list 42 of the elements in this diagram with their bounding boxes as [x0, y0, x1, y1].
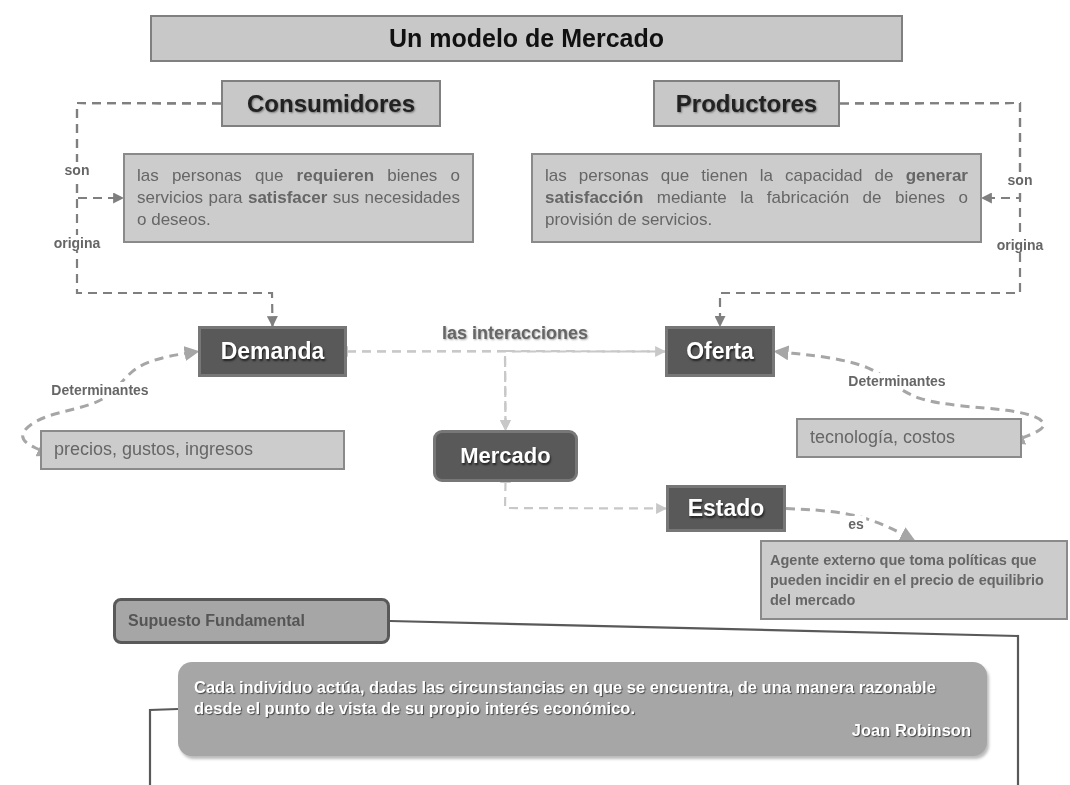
edge-label: es [846, 516, 866, 532]
concept-box [665, 326, 775, 377]
concept-box [198, 326, 347, 377]
node-text: Productores [674, 88, 819, 119]
quote-text: Cada individuo actúa, dadas las circunstancias en que se encuentra, de una manera razonable desde el punto de vista de su propio interés económico. [194, 676, 937, 720]
arrow [21, 346, 200, 457]
node-text: tecnología, costos [810, 426, 957, 450]
arrow [785, 507, 916, 542]
quote-box [178, 662, 987, 756]
node-text: precios, gustos, ingresos [54, 438, 255, 462]
concept-box [666, 485, 786, 532]
node-text: Mercado [459, 441, 552, 470]
concept-box [653, 80, 840, 127]
edge-label: origina [994, 237, 1046, 253]
author-name: Joan Robinson [850, 719, 971, 741]
node-text: Agente externo que toma políticas que pueden incidir en el precio de equilibrio del mercado [770, 550, 1045, 611]
edge-label: Determinantes [49, 382, 151, 398]
determinant-box [40, 430, 345, 470]
edge-label: origina [51, 235, 103, 251]
definition-box [531, 153, 982, 243]
arrow [75, 101, 278, 328]
determinant-box [796, 418, 1022, 458]
concept-box [433, 430, 578, 482]
node-text: Demanda [219, 336, 326, 366]
connector-line [148, 707, 179, 785]
node-text: las personas que tienen la capacidad de generar satisfacción mediante la fabricación de bienes o provisión de servicios. [545, 164, 968, 232]
node-text: Supuesto Fundamental [128, 610, 306, 631]
node-text: Consumidores [246, 88, 416, 119]
edge-label: son [62, 162, 92, 178]
node-text: Estado [686, 493, 766, 523]
edge-label: Determinantes [846, 373, 948, 389]
connector-line [389, 619, 1020, 785]
arrow [499, 349, 665, 432]
concept-box [221, 80, 441, 127]
node-text: las personas que requieren bienes o servicios para satisfacer sus necesidades o deseos. [137, 164, 460, 232]
title-banner: Un modelo de Mercado [150, 15, 903, 62]
note-box [760, 540, 1068, 620]
arrow [714, 101, 1022, 328]
node-text: Oferta [685, 336, 755, 366]
definition-box [123, 153, 474, 243]
heading-tab [113, 598, 390, 644]
arrow [773, 345, 1046, 445]
